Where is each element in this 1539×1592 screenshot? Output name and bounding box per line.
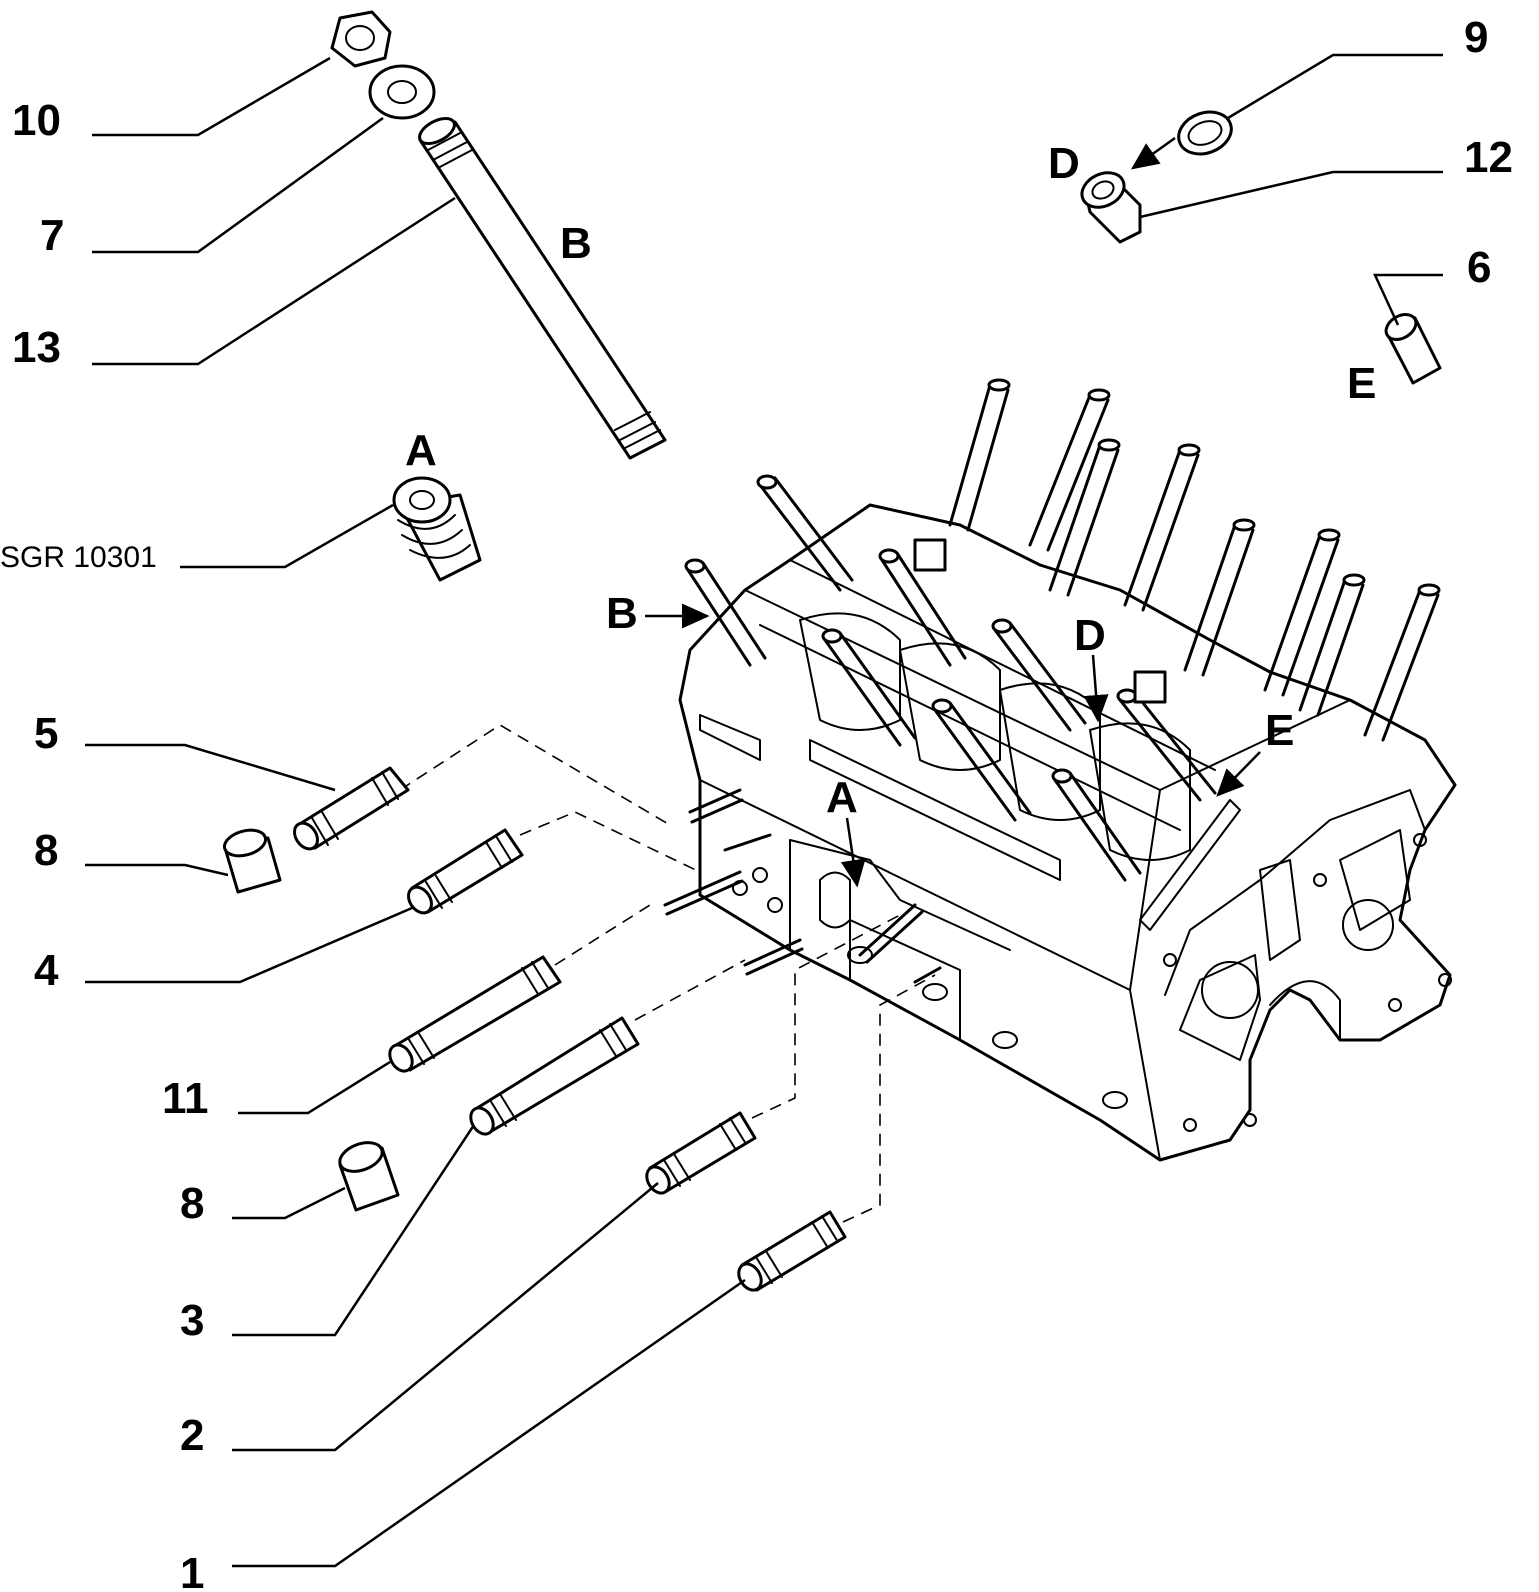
stud-3	[469, 1016, 640, 1136]
detail-letter-a-block: A	[826, 773, 858, 822]
detail-letter-e-top: E	[1347, 359, 1376, 408]
plug-12	[1080, 171, 1142, 244]
nut-10	[330, 10, 392, 68]
callout-2: 2	[180, 1411, 204, 1460]
stud-11	[388, 955, 562, 1073]
detail-letter-d-top: D	[1048, 139, 1080, 188]
callout-9: 9	[1464, 13, 1488, 62]
detail-letter-b-block: B	[606, 589, 638, 638]
detail-letter-e-block: E	[1265, 706, 1294, 755]
callout-10: 10	[12, 96, 61, 145]
long-stud-13	[418, 116, 667, 460]
detail-letter-a-top: A	[405, 426, 437, 475]
stud-5	[293, 766, 410, 851]
callout-8-lower: 8	[180, 1179, 204, 1228]
leader-lines	[85, 53, 1443, 1568]
engine-block	[678, 503, 1457, 1162]
washer-9	[1177, 110, 1233, 156]
callout-5: 5	[34, 709, 58, 758]
dowel-sgr-10301	[392, 476, 482, 582]
dowel-6	[1384, 313, 1442, 385]
callout-sgr-10301: SGR 10301	[0, 541, 157, 574]
callout-4: 4	[34, 946, 59, 995]
block-studs	[684, 378, 1441, 882]
callout-13: 13	[12, 323, 61, 372]
callout-labels: 10 7 13 SGR 10301 5 8 4 11 8 3 2 1 9 12 …	[0, 13, 1513, 1592]
callout-11: 11	[162, 1074, 209, 1123]
callout-7: 7	[40, 211, 64, 260]
washer-7	[368, 64, 436, 120]
detail-letter-b-top: B	[560, 219, 592, 268]
side-studs	[663, 788, 942, 984]
bush-8-upper	[222, 828, 282, 894]
stud-2	[645, 1111, 757, 1195]
callout-1: 1	[180, 1549, 204, 1592]
bush-8-lower	[338, 1141, 400, 1212]
callout-6: 6	[1467, 243, 1491, 292]
callout-8-upper: 8	[34, 826, 58, 875]
callout-3: 3	[180, 1296, 204, 1345]
callout-12: 12	[1464, 133, 1513, 182]
install-lines	[399, 724, 936, 1223]
stud-4	[407, 828, 524, 915]
stud-1	[737, 1210, 847, 1292]
detail-letter-d-block: D	[1074, 611, 1106, 660]
